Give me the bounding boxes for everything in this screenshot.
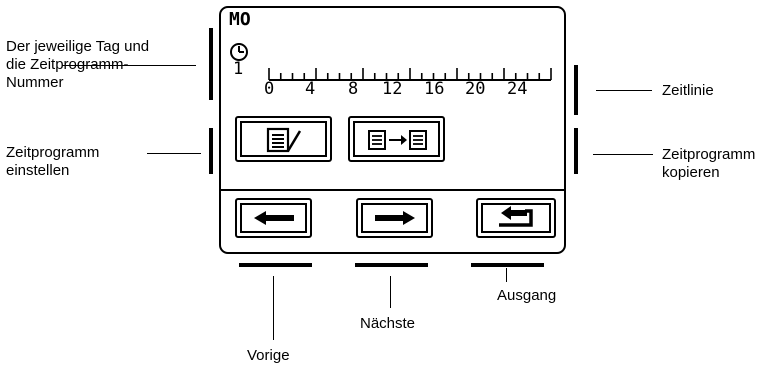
tick-label-20: 20	[465, 79, 486, 99]
callout-set-program: Zeitprogramm einstellen	[6, 144, 146, 180]
day-label: MO	[229, 9, 251, 30]
edit-program-icon	[266, 127, 302, 153]
marker-bar-timeline	[574, 65, 578, 115]
tick-label-0: 0	[264, 79, 275, 99]
return-icon	[499, 206, 533, 227]
previous-button[interactable]	[235, 198, 312, 238]
arrow-right-icon	[375, 211, 415, 225]
screen-divider	[221, 189, 564, 191]
callout-previous-line	[273, 276, 274, 340]
callout-timeline-line	[596, 90, 652, 91]
callout-day-program: Der jeweilige Tag und die Zeitprogramm-N…	[6, 38, 156, 92]
tick-label-16: 16	[424, 79, 445, 99]
callout-copy-program-text: Zeitprogramm kopieren	[662, 146, 756, 181]
copy-program-icon	[368, 130, 427, 150]
callout-day-program-line	[62, 65, 196, 66]
copy-program-button[interactable]	[348, 116, 445, 162]
marker-bar-set-program	[209, 128, 213, 174]
set-program-button-frame	[240, 121, 327, 157]
callout-timeline: Zeitlinie	[662, 82, 714, 99]
tick-label-8: 8	[348, 79, 359, 99]
program-number: 1	[233, 59, 244, 79]
callout-set-program-text: Zeitprogramm einstellen	[6, 144, 100, 179]
next-button[interactable]	[356, 198, 433, 238]
callout-day-program-text: Der jeweilige Tag und die Zeitprogramm-N…	[6, 38, 150, 91]
callout-next-line	[390, 276, 391, 308]
callout-copy-program-line	[593, 154, 653, 155]
timeline-ruler	[268, 68, 552, 81]
callout-copy-program: Zeitprogramm kopieren	[662, 146, 774, 182]
display-screen: MO 1 0 4 8 12 16 20 24	[219, 6, 566, 254]
marker-bar-day-program	[209, 28, 213, 100]
tick-label-4: 4	[305, 79, 316, 99]
arrow-left-icon	[254, 211, 294, 225]
next-button-frame	[361, 203, 428, 233]
set-program-button[interactable]	[235, 116, 332, 162]
marker-bar-copy-program	[574, 128, 578, 174]
exit-button[interactable]	[476, 198, 556, 238]
callout-next: Nächste	[360, 315, 416, 332]
previous-button-frame	[240, 203, 307, 233]
marker-bar-next	[355, 263, 428, 267]
callout-previous: Vorige	[247, 347, 290, 364]
tick-label-24: 24	[507, 79, 528, 99]
callout-set-program-line	[147, 153, 201, 154]
marker-bar-previous	[239, 263, 312, 267]
marker-bar-exit	[471, 263, 544, 267]
callout-exit-line	[506, 268, 507, 282]
clock-icon	[230, 43, 248, 61]
exit-button-frame	[481, 203, 551, 233]
copy-program-button-frame	[353, 121, 440, 157]
callout-exit: Ausgang	[497, 287, 557, 304]
tick-label-12: 12	[382, 79, 403, 99]
